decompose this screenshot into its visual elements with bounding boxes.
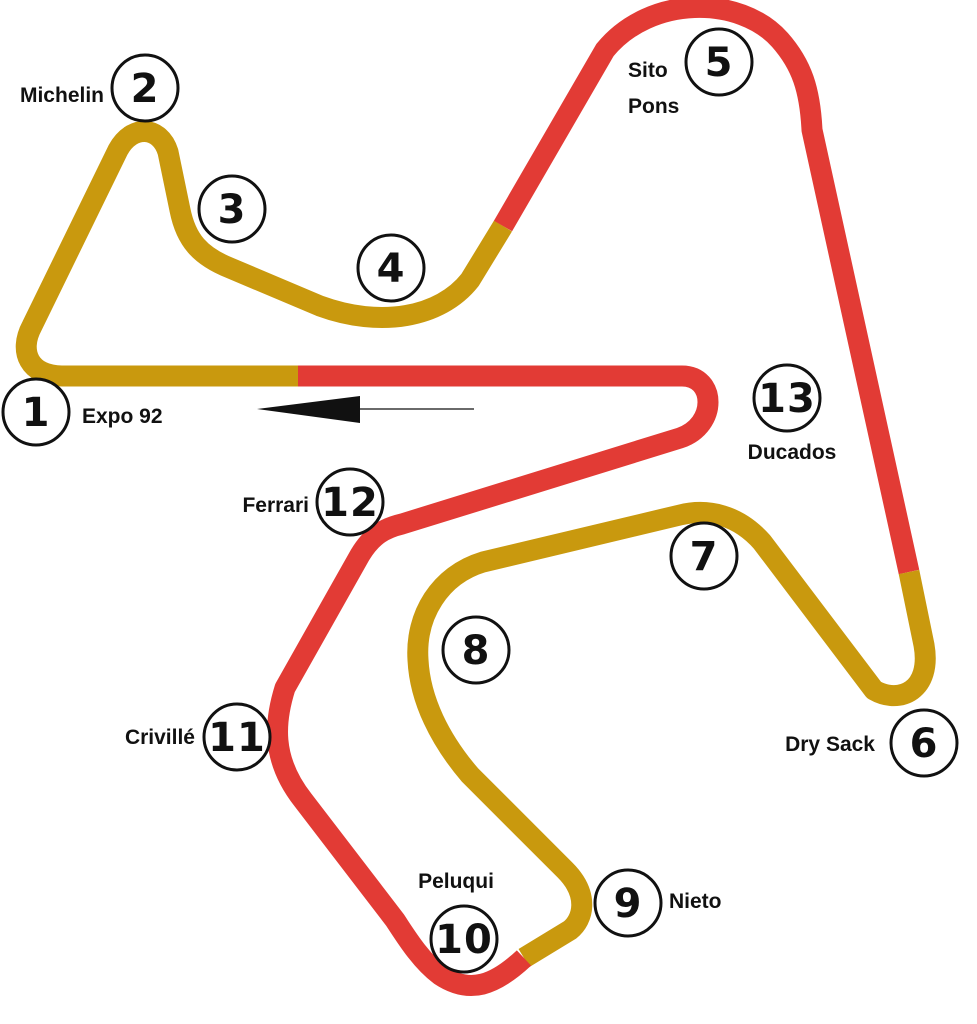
corner-number: 12 [321, 480, 379, 526]
corner-markers: 1 Expo 92 2 Michelin 3 4 5 Sito Pons [1, 27, 959, 974]
corner-number: 3 [218, 187, 247, 233]
direction-arrow-icon [257, 396, 474, 423]
corner-marker-7: 7 [669, 521, 739, 591]
corner-number: 6 [910, 721, 939, 767]
corner-name: Dry Sack [785, 733, 875, 756]
corner-number: 9 [614, 881, 643, 927]
corner-name: Ducados [748, 441, 837, 464]
corner-marker-6: 6 Dry Sack [785, 708, 959, 778]
corner-number: 13 [758, 376, 816, 422]
corner-marker-2: 2 Michelin [20, 53, 180, 123]
corner-name: Crivillé [125, 726, 195, 749]
corner-marker-1: 1 Expo 92 [1, 377, 163, 447]
corner-name: Ferrari [242, 494, 309, 517]
track-segment-sector-1 [15, 121, 512, 387]
corner-name-line2: Pons [628, 95, 679, 118]
corner-marker-8: 8 [441, 615, 511, 685]
corner-number: 8 [462, 628, 491, 674]
corner-name: Peluqui [418, 870, 494, 893]
corner-number: 11 [208, 715, 266, 761]
corner-marker-9: 9 Nieto [593, 868, 722, 938]
track-segment-sector-3 [407, 502, 936, 967]
corner-marker-12: 12 Ferrari [242, 467, 385, 537]
corner-marker-3: 3 [197, 174, 267, 244]
track [15, 0, 936, 997]
corner-marker-4: 4 [356, 233, 426, 303]
track-segment-sector-2 [493, 0, 920, 575]
corner-name: Nieto [669, 890, 722, 913]
corner-name: Michelin [20, 84, 104, 107]
track-segment-sector-4 [267, 365, 719, 997]
corner-marker-5: 5 Sito Pons [628, 27, 754, 118]
corner-number: 4 [377, 246, 406, 292]
corner-marker-10: 10 Peluqui [418, 870, 499, 974]
corner-marker-13: 13 Ducados [748, 363, 837, 464]
corner-number: 7 [690, 534, 719, 580]
corner-number: 1 [22, 390, 51, 436]
corner-marker-11: 11 Crivillé [125, 702, 272, 772]
corner-number: 10 [435, 917, 493, 963]
corner-name-line1: Sito [628, 59, 668, 82]
corner-number: 2 [131, 66, 160, 112]
corner-number: 5 [705, 40, 734, 86]
corner-name: Expo 92 [82, 405, 163, 428]
